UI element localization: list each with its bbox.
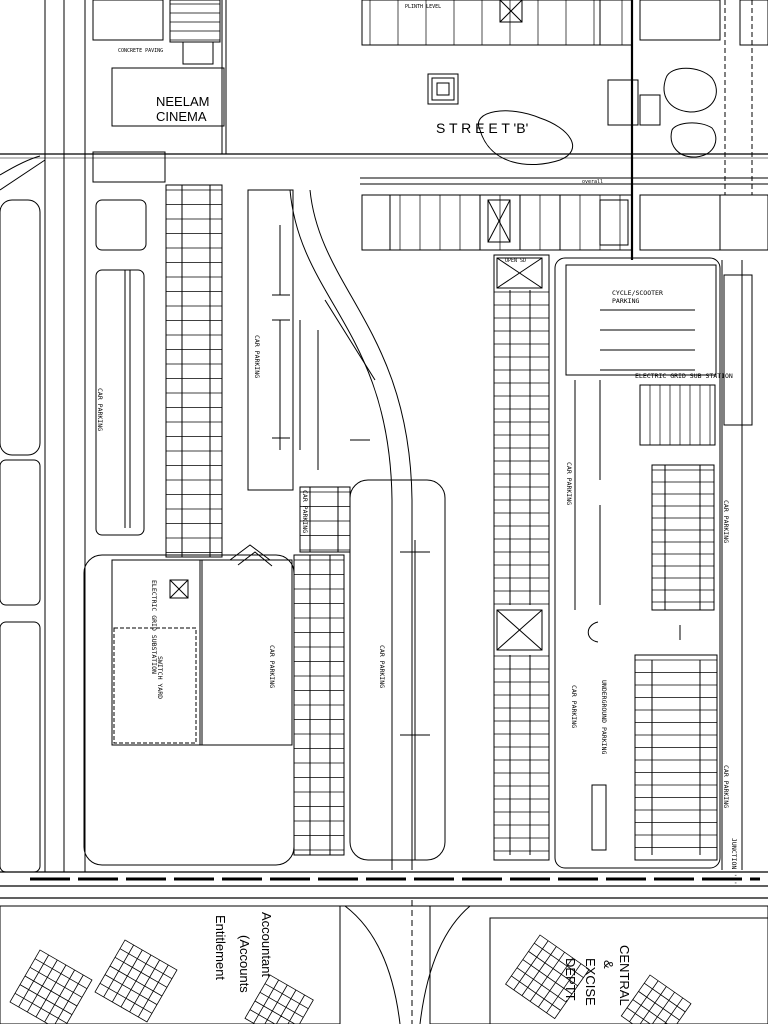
concrete-paving-label: CONCRETE PAVING	[118, 48, 163, 54]
switch-yard-label: SWITCH YARD	[156, 656, 164, 699]
car-parking-label-8: CAR PARKING	[722, 500, 730, 543]
cycle-scooter-parking-label-line2: PARKING	[612, 297, 639, 305]
plinth-level-label: PLINTH LEVEL	[405, 4, 441, 10]
underground-parking-label: UNDERGROUND PARKING	[600, 680, 608, 754]
accountant-label-line2: (Accounts	[237, 935, 252, 993]
neelam-cinema-label-line1: NEELAM	[156, 94, 209, 109]
car-parking-label-4: CAR PARKING	[268, 645, 276, 688]
car-parking-label-6: CAR PARKING	[565, 462, 573, 505]
accountant-label-line3: Entitlement	[213, 915, 228, 980]
car-parking-label-3: CAR PARKING	[301, 490, 309, 533]
car-parking-label-5: CAR PARKING	[378, 645, 386, 688]
neelam-cinema-label-line2: CINEMA	[156, 109, 207, 124]
open-sd-label: OPEN SD	[505, 258, 526, 264]
cycle-scooter-parking-label-line1: CYCLE/SCOOTER	[612, 289, 663, 297]
central-excise-label-line1: CENTRAL	[617, 945, 632, 1006]
car-parking-label-2: CAR PARKING	[253, 335, 261, 378]
electric-grid-substation-west-label: ELECTRIC GRID SUBSTATION	[150, 580, 158, 674]
car-parking-label-9: CAR PARKING	[722, 765, 730, 808]
car-parking-label-1: CAR PARKING	[96, 388, 104, 431]
car-parking-label-7: CAR PARKING	[570, 685, 578, 728]
street-b-label: S T R E E T 'B'	[436, 120, 528, 136]
accountant-label-line1: Accountant	[259, 912, 274, 977]
overall-dimension-label: overall	[582, 179, 603, 185]
central-excise-label-line4: DEPTT.	[563, 958, 578, 1003]
central-excise-label-line2: &	[601, 960, 616, 969]
junction-c-label: JUNCTION 'C'	[730, 838, 738, 885]
electric-grid-sub-station-label: ELECTRIC GRID SUB STATION	[635, 372, 733, 380]
central-excise-label-line3: EXCISE	[583, 958, 598, 1006]
